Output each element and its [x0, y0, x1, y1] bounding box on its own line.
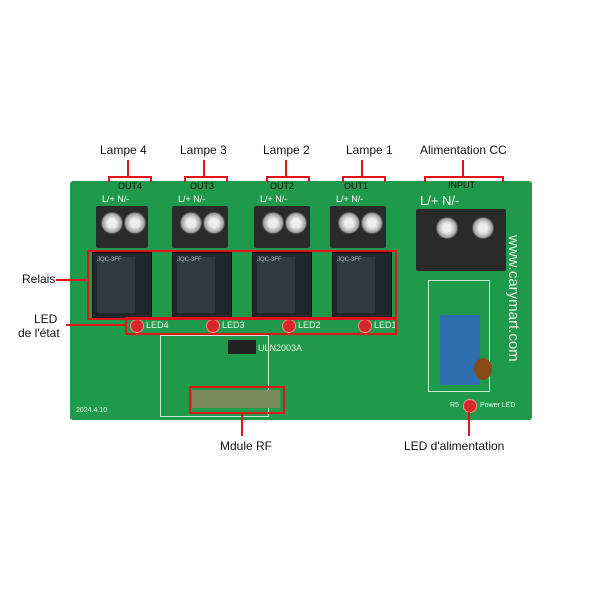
polarity-label: L/+ N/- — [336, 194, 364, 204]
power-module-outline — [428, 280, 490, 392]
screw-icon — [262, 212, 284, 234]
screw-icon — [472, 217, 494, 239]
relay-1: JQC-3FF — [332, 252, 392, 320]
polarity-label: L/+ N/- — [260, 194, 288, 204]
callout-bracket-lamp3 — [184, 176, 228, 182]
callout-line — [127, 160, 129, 176]
polarity-label: L/+ N/- — [178, 194, 206, 204]
power-led-label: Power LED — [480, 402, 516, 409]
callout-status-led-2: de l'état — [18, 326, 60, 340]
relay-model: JQC-3FF — [257, 257, 295, 313]
callout-relays: Relais — [22, 272, 56, 286]
callout-line — [361, 160, 363, 176]
led2-label: LED2 — [298, 320, 321, 330]
screw-icon — [101, 212, 123, 234]
label-out4: OUT4 — [118, 181, 143, 191]
screw-icon — [180, 212, 202, 234]
rf-area-outline — [160, 335, 269, 417]
led4-label: LED4 — [146, 320, 169, 330]
date-label: 2024.4.10 — [76, 407, 108, 414]
callout-bracket-lamp2 — [266, 176, 310, 182]
callout-bracket-lamp1 — [342, 176, 386, 182]
label-out1: OUT1 — [344, 181, 369, 191]
relay-4: JQC-3FF — [92, 252, 152, 320]
screw-icon — [285, 212, 307, 234]
power-led-icon — [463, 399, 477, 413]
power-module — [440, 315, 480, 385]
callout-line — [285, 160, 287, 176]
callout-lamp2: Lampe 2 — [263, 143, 310, 157]
inductor — [474, 358, 492, 380]
chip-label: ULN2003A — [258, 343, 303, 353]
label-input: INPUT — [448, 180, 475, 190]
callout-power-input: Alimentation CC — [420, 143, 507, 157]
callout-line — [66, 324, 125, 326]
polarity-label: L/+ N/- — [420, 193, 460, 208]
callout-line — [462, 160, 464, 176]
relay-model: JQC-3FF — [337, 257, 375, 313]
status-leds-box — [125, 317, 397, 335]
screw-icon — [124, 212, 146, 234]
callout-lamp1: Lampe 1 — [346, 143, 393, 157]
callout-lamp3: Lampe 3 — [180, 143, 227, 157]
callout-line — [468, 412, 470, 436]
relay-3: JQC-3FF — [172, 252, 232, 320]
relay-model: JQC-3FF — [97, 257, 135, 313]
terminal-input — [416, 209, 506, 271]
led1-label: LED1 — [374, 320, 397, 330]
screw-icon — [436, 217, 458, 239]
rf-module — [192, 390, 280, 408]
resistor-label: R5 — [450, 402, 459, 409]
callout-bracket-input — [424, 176, 504, 182]
website-label: www.carymart.com — [505, 235, 522, 362]
rf-module-box — [189, 386, 285, 414]
screw-icon — [361, 212, 383, 234]
callout-lamp4: Lampe 4 — [100, 143, 147, 157]
callout-line — [203, 160, 205, 176]
callout-power-led: LED d'alimentation — [404, 439, 505, 453]
callout-line — [56, 279, 87, 281]
callout-rf-module: Mdule RF — [220, 439, 273, 453]
label-out2: OUT2 — [270, 181, 295, 191]
callout-line — [241, 412, 243, 436]
screw-icon — [203, 212, 225, 234]
led3-label: LED3 — [222, 320, 245, 330]
callout-bracket-lamp4 — [108, 176, 152, 182]
label-out3: OUT3 — [190, 181, 215, 191]
relay-model: JQC-3FF — [177, 257, 215, 313]
uln-chip — [228, 340, 256, 354]
relays-box — [87, 250, 397, 320]
polarity-label: L/+ N/- — [102, 194, 130, 204]
callout-status-led-1: LED — [34, 312, 58, 326]
screw-icon — [338, 212, 360, 234]
relay-2: JQC-3FF — [252, 252, 312, 320]
